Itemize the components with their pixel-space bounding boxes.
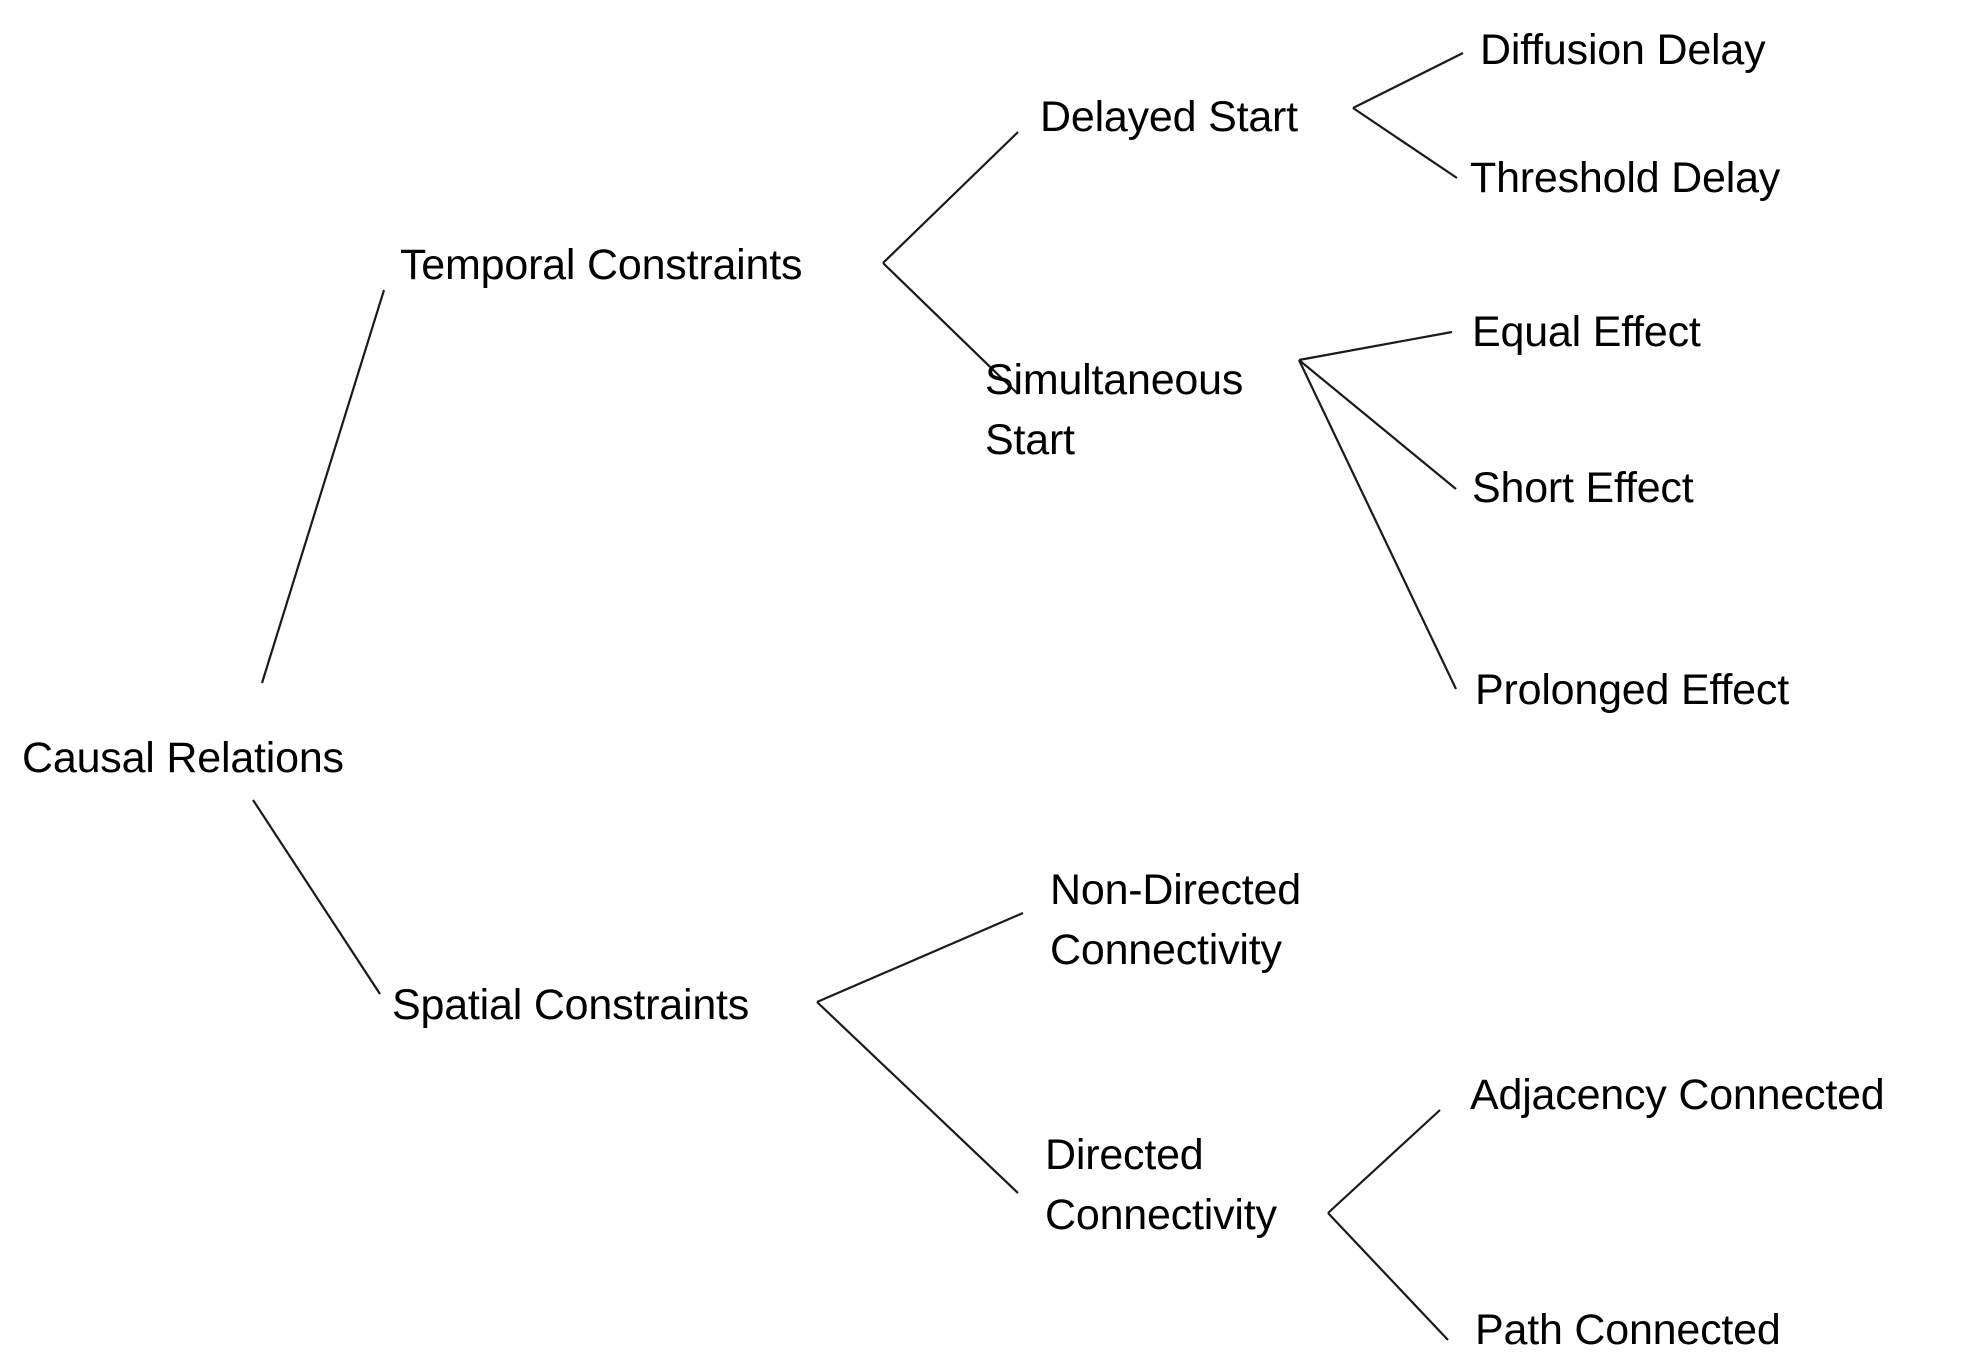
tree-edge-delayed-start-to-threshold-delay xyxy=(1352,107,1458,179)
node-delayed-start[interactable]: Delayed Start xyxy=(1040,93,1298,141)
tree-edge-root-to-temporal xyxy=(260,289,386,684)
node-temporal-constraints[interactable]: Temporal Constraints xyxy=(400,241,803,289)
tree-edge-temporal-to-delayed-start xyxy=(882,131,1019,264)
node-non-directed-connectivity[interactable]: Non-Directed Connectivity xyxy=(1050,866,1301,974)
tree-edge-directed-to-path-connected xyxy=(1327,1212,1449,1341)
node-short-effect[interactable]: Short Effect xyxy=(1472,464,1694,512)
tree-edge-directed-to-adjacency-connected xyxy=(1327,1109,1441,1214)
node-prolonged-effect[interactable]: Prolonged Effect xyxy=(1475,666,1789,714)
node-threshold-delay[interactable]: Threshold Delay xyxy=(1470,154,1781,202)
node-diffusion-delay[interactable]: Diffusion Delay xyxy=(1480,26,1766,74)
node-adjacency-connected[interactable]: Adjacency Connected xyxy=(1470,1071,1885,1119)
node-equal-effect[interactable]: Equal Effect xyxy=(1472,308,1701,356)
tree-edge-simultaneous-start-to-prolonged-effect xyxy=(1298,359,1457,690)
node-path-connected[interactable]: Path Connected xyxy=(1475,1306,1781,1354)
node-spatial-constraints[interactable]: Spatial Constraints xyxy=(392,981,750,1029)
node-causal-relations[interactable]: Causal Relations xyxy=(22,734,344,782)
node-simultaneous-start[interactable]: Simultaneous Start xyxy=(985,356,1244,464)
tree-edge-spatial-to-non-directed xyxy=(816,911,1024,1004)
tree-edge-simultaneous-start-to-short-effect xyxy=(1298,359,1457,490)
tree-edge-root-to-spatial xyxy=(252,799,381,995)
node-directed-connectivity[interactable]: Directed Connectivity xyxy=(1045,1131,1277,1239)
tree-edge-spatial-to-directed xyxy=(816,1001,1019,1194)
tree-edge-delayed-start-to-diffusion-delay xyxy=(1352,52,1464,109)
tree-edge-simultaneous-start-to-equal-effect xyxy=(1298,330,1453,362)
